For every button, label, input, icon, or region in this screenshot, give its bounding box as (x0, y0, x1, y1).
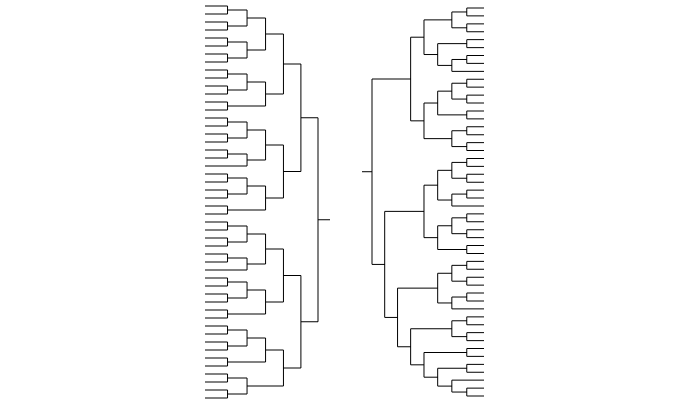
left-dendrogram (205, 5, 330, 399)
right-dendrogram (362, 7, 484, 397)
